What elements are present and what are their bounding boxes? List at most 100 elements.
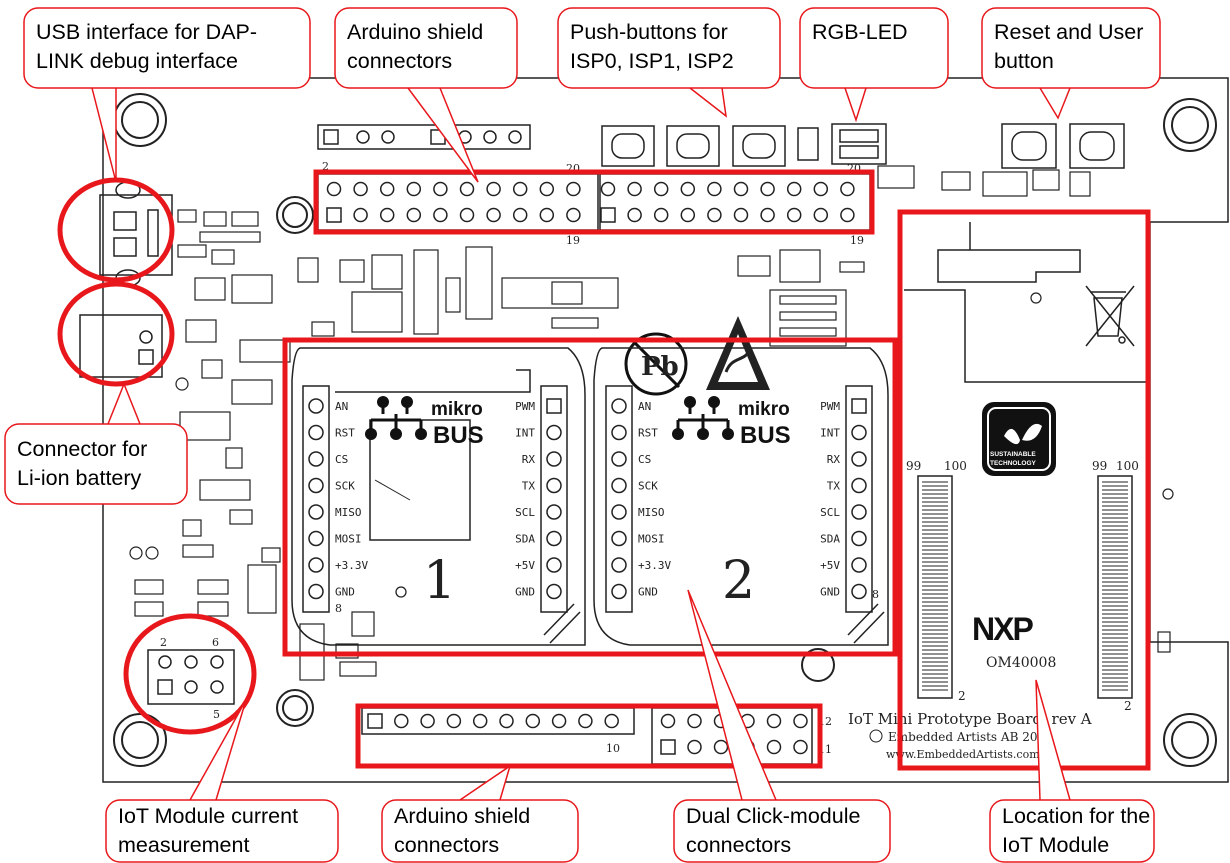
callout-rgb-led-line-1: RGB-LED bbox=[812, 20, 908, 44]
header-pin bbox=[813, 181, 829, 197]
callout-battery-line-2: Li-ion battery bbox=[17, 466, 142, 490]
header-pin bbox=[353, 207, 368, 223]
svg-text:mikro: mikro bbox=[431, 399, 483, 420]
mikrobus-pin-label: PWM bbox=[820, 400, 840, 413]
mikrobus-pin-label: RX bbox=[827, 453, 841, 466]
esd-warning-icon bbox=[706, 316, 770, 390]
svg-text:mikro: mikro bbox=[738, 399, 790, 420]
mikrobus-pin-label: RST bbox=[335, 427, 355, 440]
header-pin bbox=[707, 207, 722, 223]
mikrobus-pin bbox=[611, 530, 627, 547]
mikrobus-pin-label: MISO bbox=[638, 506, 665, 519]
header-pin bbox=[840, 181, 855, 197]
module-outline-traces bbox=[335, 222, 1150, 393]
callout-arduino-top-line-1: Arduino shield bbox=[347, 20, 484, 44]
callout-battery-connector: Connector for Li-ion battery bbox=[17, 435, 147, 493]
header-pin bbox=[406, 207, 422, 223]
header-pin bbox=[406, 181, 422, 197]
callout-dual-click-line-2: connectors bbox=[686, 833, 792, 857]
header-pin bbox=[713, 739, 729, 755]
weee-bin-icon bbox=[1085, 285, 1135, 347]
mikrobus-pin bbox=[546, 583, 562, 600]
header-pin bbox=[525, 713, 541, 729]
mikrobus-pin bbox=[308, 530, 324, 547]
header-pin bbox=[653, 181, 669, 197]
header-pin bbox=[680, 181, 696, 197]
mikrobus-pin bbox=[546, 557, 562, 573]
isp-push-buttons bbox=[601, 125, 819, 167]
header-pin bbox=[660, 713, 676, 729]
mikrobus-pin bbox=[308, 451, 324, 467]
header-pin bbox=[786, 207, 802, 223]
rgb-led-part bbox=[831, 123, 887, 165]
header-pin bbox=[433, 181, 448, 197]
header-pin bbox=[687, 739, 702, 755]
header-pin bbox=[551, 713, 567, 729]
mikrobus-pin-label: CS bbox=[638, 453, 651, 466]
mikrobus-pin-label: TX bbox=[522, 480, 536, 493]
header-pin bbox=[733, 207, 749, 223]
mikrobus-pin-label: MISO bbox=[335, 506, 362, 519]
svg-text:SUSTAINABLE: SUSTAINABLE bbox=[990, 451, 1036, 458]
mikrobus-pin-label: MOSI bbox=[335, 533, 362, 546]
iot-module-connectors bbox=[917, 475, 1133, 699]
header-pin bbox=[566, 207, 581, 223]
callout-usb-line-2: LINK debug interface bbox=[36, 49, 238, 73]
callout-reset-line-1: Reset and User bbox=[994, 20, 1144, 44]
jumper-pin-5-label: 5 bbox=[213, 708, 220, 721]
header-pin bbox=[793, 739, 808, 755]
header-pin bbox=[604, 713, 619, 729]
mikrobus-pin bbox=[308, 583, 324, 600]
header-pin bbox=[840, 207, 855, 223]
right-conn-2: 2 bbox=[1124, 699, 1132, 713]
mounting-holes bbox=[113, 93, 1217, 767]
mikrobus-pin bbox=[546, 398, 562, 414]
nxp-logo: NXP bbox=[972, 611, 1033, 647]
callout-dual-click-line-1: Dual Click-module bbox=[686, 804, 861, 828]
header-pin bbox=[353, 181, 368, 197]
header-pin bbox=[472, 713, 488, 729]
mikrobus-pin-label: RX bbox=[522, 453, 536, 466]
header-pin bbox=[539, 181, 555, 197]
callout-reset-button: Reset and User button bbox=[994, 18, 1143, 76]
mikrobus-pin bbox=[611, 583, 627, 600]
mikrobus-pin bbox=[546, 451, 562, 467]
header-pin bbox=[459, 181, 475, 197]
mikrobus-pin-label: TX bbox=[827, 480, 841, 493]
header-pin bbox=[660, 739, 676, 755]
mikrobus-pin-label: SDA bbox=[820, 533, 840, 546]
mikrobus-pin bbox=[611, 504, 627, 520]
socket1-pin8-label: 8 bbox=[335, 602, 342, 615]
mikrobus-pin-label: INT bbox=[820, 427, 840, 440]
header-pin bbox=[600, 181, 616, 197]
mikrobus-pin-label: +3.3V bbox=[335, 559, 368, 572]
module-id: OM40008 bbox=[986, 655, 1056, 671]
mikrobus-pin bbox=[308, 557, 324, 573]
mikrobus-pin bbox=[308, 398, 324, 414]
sustainable-technology-logo: SUSTAINABLE TECHNOLOGY bbox=[982, 402, 1056, 476]
header-pin bbox=[379, 207, 395, 223]
mikrobus-pin-label: GND bbox=[638, 586, 658, 599]
callout-push-buttons-line-1: Push-buttons for bbox=[570, 20, 728, 44]
current-measurement-jumper bbox=[147, 649, 235, 705]
callout-iot-current: IoT Module current measurement bbox=[118, 802, 298, 860]
header-pin bbox=[733, 181, 749, 197]
header-pin bbox=[326, 207, 342, 223]
reset-user-buttons bbox=[1001, 123, 1125, 169]
slot-number-2: 2 bbox=[722, 551, 755, 611]
callout-pointers bbox=[91, 87, 1071, 801]
right-conn-100: 100 bbox=[1116, 459, 1139, 473]
iot-module-highlight bbox=[897, 209, 1151, 771]
mikrobus-pin-label: SDA bbox=[515, 533, 535, 546]
mikrobus-pin-label: SCK bbox=[335, 480, 355, 493]
callout-dual-click: Dual Click-module connectors bbox=[686, 802, 860, 860]
header-pin-19-label: 19 bbox=[566, 234, 580, 247]
callout-arduino-bottom-line-1: Arduino shield bbox=[394, 804, 531, 828]
header-pin bbox=[499, 713, 514, 729]
header-pin-2-label: 2 bbox=[322, 160, 329, 173]
mikrobus-pin bbox=[851, 557, 867, 573]
socket2-pin8-label: 8 bbox=[872, 588, 879, 601]
mikrobus-logo-1: mikro BUS bbox=[365, 396, 484, 449]
header-pin bbox=[707, 181, 722, 197]
